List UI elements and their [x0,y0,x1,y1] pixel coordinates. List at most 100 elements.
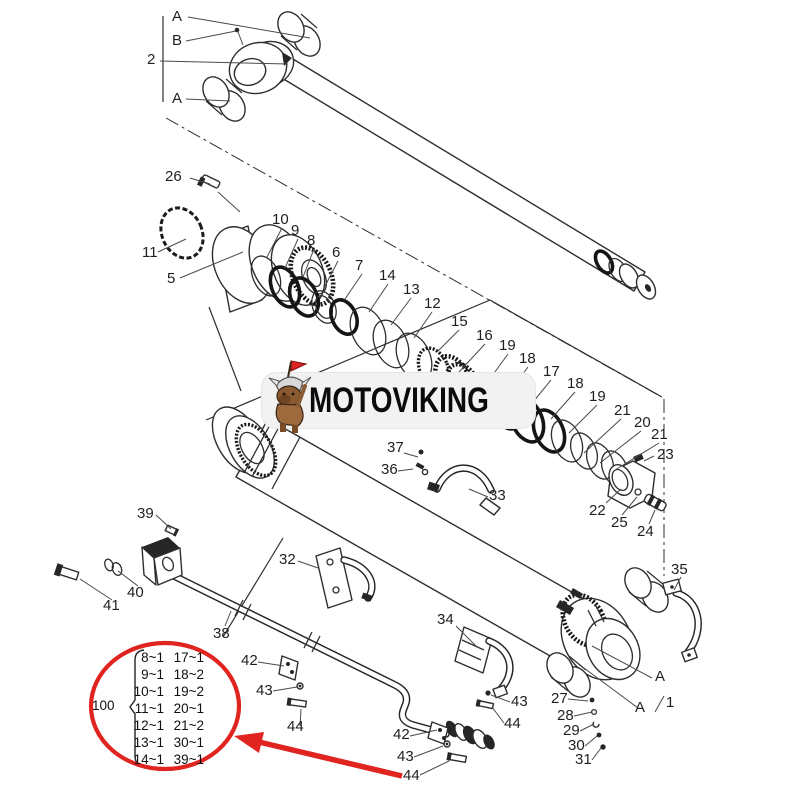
part-callout-B: B [172,32,183,49]
part-callout-25: 25 [611,514,628,531]
part-callout-43: 43 [511,693,528,710]
parts-table-cell: 20~1 [173,701,204,716]
viking-dog-mascot-icon [268,360,312,433]
parts-table-cell: 19~2 [173,684,204,699]
part-callout-11: 11 [142,244,158,261]
part-callout-20: 20 [634,414,651,431]
parts-table-cell: 18~2 [173,667,204,682]
part-callout-12: 12 [424,295,441,312]
part-callout-14: 14 [379,267,396,284]
watermark-text: MOTOVIKING [309,380,489,420]
part-callout-5: 5 [167,270,176,287]
piston-nut-group [607,453,667,512]
clamp-34-group [454,626,514,710]
part-callout-28: 28 [557,707,574,724]
part-callout-A: A [655,668,666,685]
pin-bushing [624,567,669,613]
pipe-assembly [53,524,495,764]
grease-fitting-parts [589,697,606,750]
pin-bushing [202,76,246,122]
pin-bushing [546,652,591,698]
part-callout-2: 2 [147,51,156,68]
parts-table-cell: 14~1 [133,752,164,767]
parts-table-cell: 10~1 [133,684,164,699]
parts-table-cell: 21~2 [173,718,204,733]
part-callout-8: 8 [307,232,316,249]
part-callout-A: A [172,90,183,107]
part-callout-33: 33 [489,487,506,504]
part-callout-6: 6 [332,244,341,261]
part-callout-32: 32 [279,551,296,568]
part-callout-30: 30 [568,737,585,754]
part-callout-18: 18 [567,375,584,392]
part-callout-23: 23 [657,446,674,463]
parts-table-cell: 12~1 [133,718,164,733]
part-callout-35: 35 [671,561,688,578]
part-callout-38: 38 [213,625,230,642]
part-callout-42: 42 [393,726,410,743]
pin-bushing [277,11,321,57]
part-callout-19: 19 [589,388,606,405]
part-callout-24: 24 [637,523,654,540]
part-callout-41: 41 [103,597,120,614]
part-callout-43: 43 [256,682,273,699]
parts-table-row: 14~1 39~1 [130,751,204,768]
part-callout-16: 16 [476,327,493,344]
part-callout-27: 27 [551,690,568,707]
parts-table-cell: 30~1 [173,735,204,750]
part-callout-26: 26 [165,168,182,185]
parts-table-row: 9~1 18~2 [130,666,204,683]
part-callout-10: 10 [272,211,289,228]
part-callout-18: 18 [519,350,536,367]
part-callout-21: 21 [614,402,631,419]
red-highlight-annotations [88,640,403,779]
red-arrow-head [234,732,264,753]
parts-table-row: 11~1 20~1 [130,700,204,717]
parts-table-row: 8~1 17~1 [130,649,204,666]
part-callout-31: 31 [575,751,592,768]
red-arrow-shaft [258,739,403,779]
parts-table-cell: 13~1 [133,735,164,750]
parts-table-row: 12~1 21~2 [130,717,204,734]
watermark-banner: MOTOVIKING [262,360,535,433]
bolt-26 [197,174,241,213]
part-callout-A: A [172,8,183,25]
part-callout-A: A [635,699,646,716]
cylinder-head-assembly [159,174,336,313]
parts-table-cell: 39~1 [173,752,204,767]
part-callout-34: 34 [437,611,454,628]
parts-table-row: 10~1 19~2 [130,683,204,700]
clamp-33-group [415,449,501,516]
part-callout-22: 22 [589,502,606,519]
part-callout-19: 19 [499,337,516,354]
piston-rod-assembly [202,11,657,300]
parts-table-cell: 11~1 [134,701,164,716]
part-callout-42: 42 [241,652,258,669]
part-callout-7: 7 [355,257,364,274]
parts-table-cell: 8~1 [141,650,164,665]
part-callout-13: 13 [403,281,420,298]
part-callout-15: 15 [451,313,468,330]
red-circle [88,640,242,772]
part-callout-36: 36 [381,461,398,478]
part-callout-44: 44 [403,767,420,784]
assembly-number: 100 [92,698,115,713]
part-callout-29: 29 [563,722,580,739]
bracket-32-group [315,547,376,609]
part-callout-40: 40 [127,584,144,601]
part-callout-17: 17 [543,363,560,380]
parts-table-cell: 9~1 [141,667,164,682]
part-callout-9: 9 [291,222,300,239]
part-callout-37: 37 [387,439,404,456]
part-callout-21: 21 [651,426,668,443]
part-callout-43: 43 [397,748,414,765]
clamp-35-group [662,578,702,663]
parts-table-cell: 17~1 [173,650,204,665]
parts-table-row: 13~1 30~1 [130,734,204,751]
part-callout-44: 44 [504,715,521,732]
part-callout-1: 1 [666,694,675,711]
part-callout-44: 44 [287,718,304,735]
